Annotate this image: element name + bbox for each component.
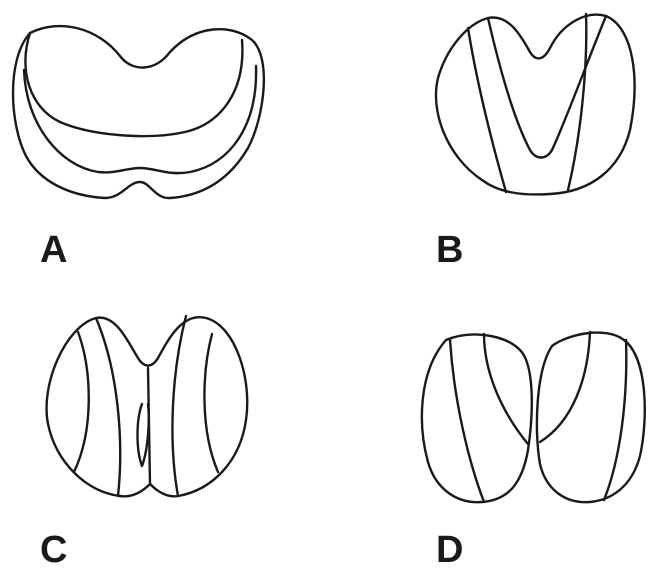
panel-c-center-slit bbox=[138, 404, 149, 466]
panel-b-v-band-left bbox=[488, 16, 606, 158]
panel-c-right-band-outer bbox=[204, 334, 218, 472]
panel-b bbox=[436, 14, 635, 194]
panel-d-right-half-band-b bbox=[604, 340, 626, 500]
panel-a-inner-band-upper bbox=[25, 33, 242, 136]
panel-c-label: C bbox=[40, 529, 67, 571]
panel-c-left-band-outer bbox=[74, 332, 89, 472]
panel-b-outer-outline bbox=[436, 15, 635, 195]
panel-d-left-half-band-b bbox=[450, 340, 484, 502]
panel-d-left-half-outline bbox=[422, 335, 532, 503]
panel-d-label: D bbox=[436, 529, 463, 571]
panel-c-left-band-inner bbox=[96, 318, 120, 496]
panel-a-outer-outline bbox=[13, 26, 264, 198]
panel-d-right-half-band-a bbox=[540, 332, 590, 442]
panel-c bbox=[47, 316, 248, 496]
panel-d bbox=[422, 332, 645, 502]
panel-a-label: A bbox=[40, 229, 67, 271]
panel-b-label: B bbox=[436, 229, 463, 271]
panel-b-v-band-outer-left bbox=[468, 28, 506, 192]
panel-a bbox=[13, 26, 264, 198]
panel-c-right-band-inner bbox=[172, 316, 186, 496]
panel-a-inner-band-lower bbox=[24, 66, 256, 173]
panel-d-right-half-outline bbox=[537, 333, 645, 503]
